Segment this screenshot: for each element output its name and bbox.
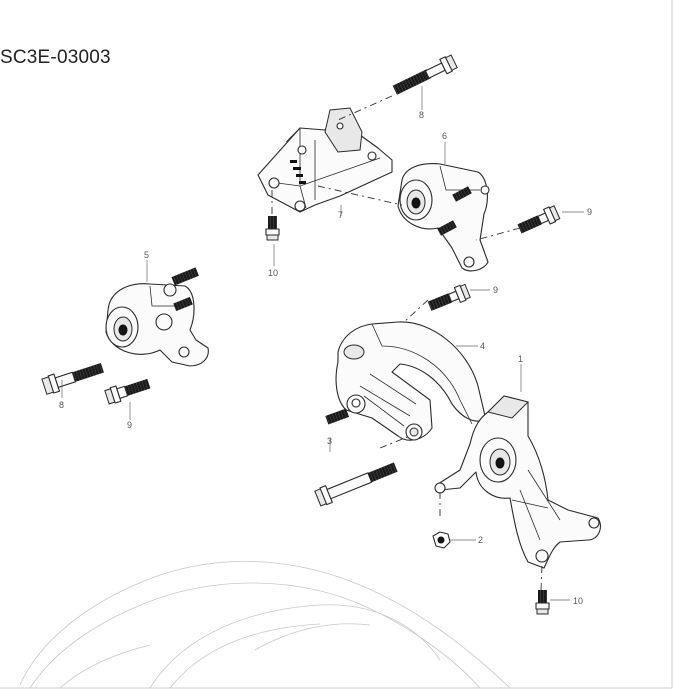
callout-9-middle: 9 <box>493 285 498 295</box>
reference-code: SC3E-03003 <box>0 47 111 68</box>
callout-3: 3 <box>327 436 332 446</box>
callout-9-upper-right: 9 <box>587 207 592 217</box>
callout-2: 2 <box>478 535 483 545</box>
part-2-nut <box>432 531 451 549</box>
part-1-engine-mount <box>434 395 601 569</box>
callout-5: 5 <box>144 250 149 260</box>
part-6-engine-mount <box>397 163 490 272</box>
callout-10-upper: 10 <box>268 268 278 278</box>
callout-6: 6 <box>442 131 447 141</box>
part-3-long-bolt <box>314 462 398 507</box>
callout-10-lower: 10 <box>573 596 583 606</box>
part-9-bolt-upper-right <box>517 205 561 234</box>
callout-9-left: 9 <box>127 420 132 430</box>
callout-7: 7 <box>338 210 343 220</box>
callout-4: 4 <box>480 341 485 351</box>
assembly-lines <box>271 95 543 591</box>
leader-lines <box>61 86 584 601</box>
part-4-bracket <box>325 321 487 441</box>
callout-labels: 1 2 3 4 5 6 7 8 8 9 9 9 10 10 <box>59 110 592 606</box>
vehicle-body-outline <box>19 560 511 689</box>
part-7-bracket <box>257 107 393 213</box>
part-9-bolt-middle <box>427 283 471 311</box>
part-9-bolt-left <box>104 378 151 405</box>
part-5-engine-mount <box>105 267 209 367</box>
part-8-upper-bolt <box>392 54 458 95</box>
callout-1: 1 <box>518 354 523 364</box>
callout-8-lower: 8 <box>59 400 64 410</box>
callout-8-upper: 8 <box>419 110 424 120</box>
part-10-bolt-upper <box>265 216 280 241</box>
part-10-bolt-lower <box>535 590 550 615</box>
part-8-lower-bolt <box>41 363 104 395</box>
